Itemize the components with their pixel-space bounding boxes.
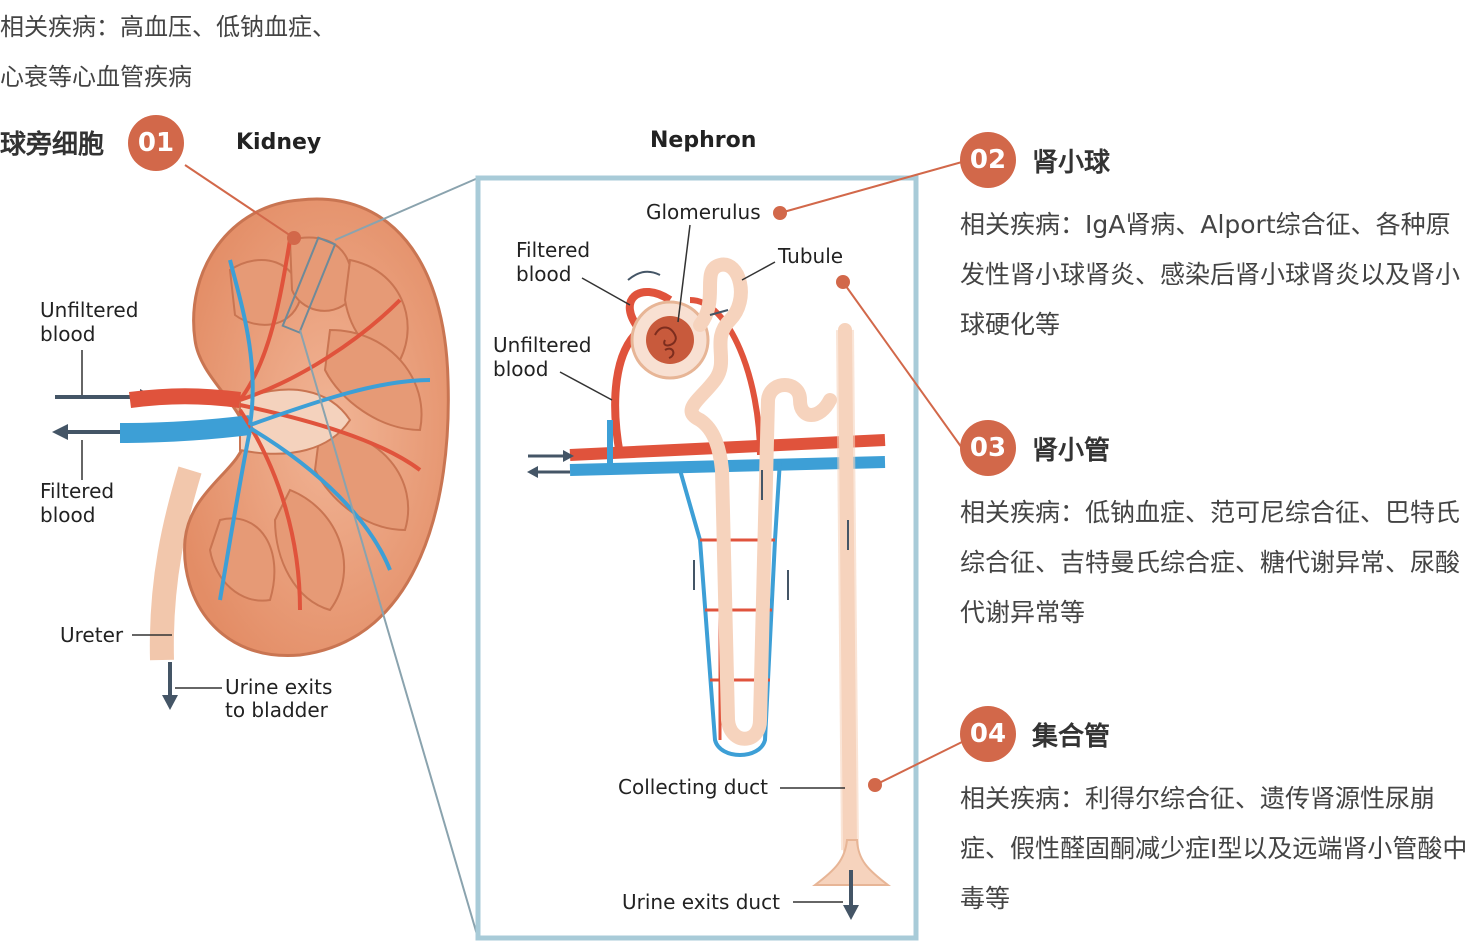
- nephron-filtered-1: Filtered: [516, 238, 591, 262]
- badge-01: 01: [128, 115, 184, 171]
- kidney-ureter: Ureter: [60, 623, 124, 647]
- kidney-filtered-1: Filtered: [40, 479, 115, 503]
- nephron-urine-exits-duct: Urine exits duct: [622, 890, 780, 914]
- nephron-frame: [475, 175, 919, 941]
- item-01-title: 球旁细胞: [0, 130, 105, 160]
- item-03-desc: 相关疾病：低钠血症、范可尼综合征、巴特氏综合征、吉特曼氏综合症、糖代谢异常、尿酸…: [960, 498, 1461, 627]
- badge-03: 03: [960, 420, 1016, 476]
- kidney-title: Kidney: [236, 130, 322, 155]
- kidney-urine-exits-2: to bladder: [225, 698, 328, 722]
- top-note-line1: 相关疾病：高血压、低钠血症、: [0, 13, 336, 41]
- nephron-collecting-duct: Collecting duct: [618, 775, 768, 799]
- nephron-unfiltered-2: blood: [493, 357, 549, 381]
- nephron-glomerulus: Glomerulus: [646, 200, 761, 224]
- kidney-unfiltered-1: Unfiltered: [40, 298, 139, 322]
- item-02-title: 肾小球: [1032, 148, 1111, 178]
- kidney-drawing: [52, 177, 479, 939]
- nephron-title: Nephron: [650, 128, 757, 153]
- item-02-desc: 相关疾病：IgA肾病、Alport综合征、各种原发性肾小球肾炎、感染后肾小球肾炎…: [960, 210, 1461, 339]
- nephron-tubule: Tubule: [778, 244, 844, 268]
- item-04-desc: 相关疾病：利得尔综合征、遗传肾源性尿崩症、假性醛固酮减少症I型以及远端肾小管酸中…: [960, 784, 1468, 913]
- nephron-drawing: [527, 224, 891, 920]
- item-03-title: 肾小管: [1032, 436, 1111, 466]
- kidney-filtered-2: blood: [40, 503, 96, 527]
- nephron-unfiltered-1: Unfiltered: [493, 333, 592, 357]
- item-04-title: 集合管: [1032, 722, 1111, 752]
- kidney-unfiltered-2: blood: [40, 322, 96, 346]
- badge-04: 04: [960, 706, 1016, 762]
- badge-02: 02: [960, 132, 1016, 188]
- callout-leaders: [184, 161, 963, 792]
- top-note-line2: 心衰等心血管疾病: [0, 63, 192, 91]
- nephron-filtered-2: blood: [516, 262, 572, 286]
- kidney-urine-exits-1: Urine exits: [225, 675, 333, 699]
